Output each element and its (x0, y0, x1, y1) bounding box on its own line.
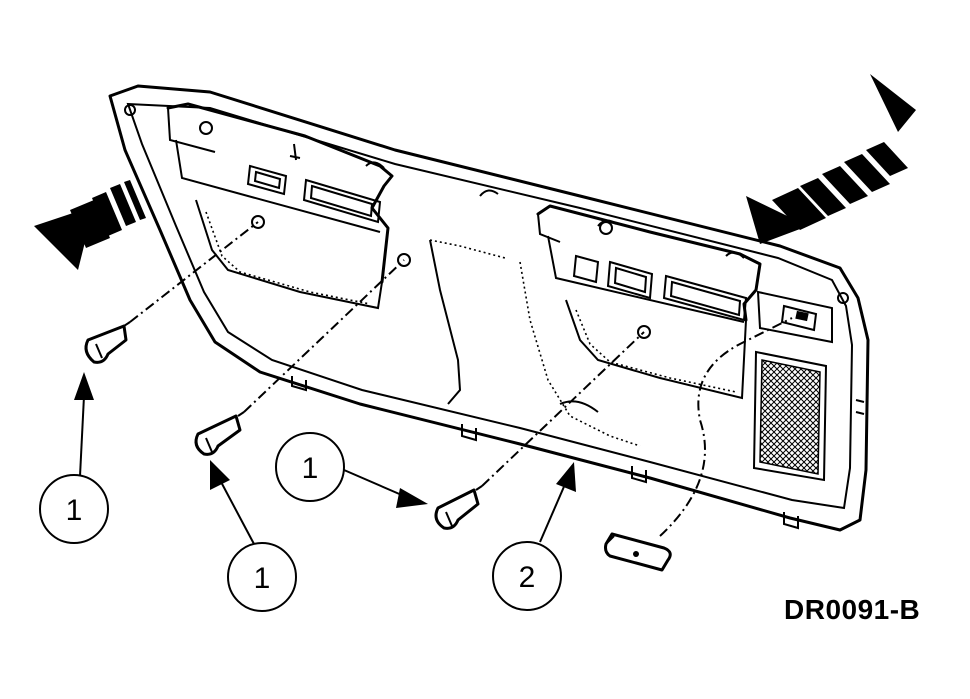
right-map-pocket (565, 299, 747, 400)
right-switch-housing (536, 204, 762, 323)
callout-number: 2 (519, 561, 536, 594)
alignment-lines (129, 221, 793, 537)
push-pin-fastener-lower-left (194, 411, 245, 456)
callout-number: 1 (254, 562, 271, 595)
callout-number: 1 (302, 452, 319, 485)
pull-direction-arrow-right (746, 74, 916, 244)
callout-1-upper-left: 1 (39, 474, 109, 544)
callout-2: 2 (492, 541, 562, 611)
left-map-pocket (195, 199, 411, 310)
left-switch-housing (166, 102, 394, 284)
callout-number: 1 (66, 494, 83, 527)
pull-direction-arrow-left (34, 180, 146, 270)
push-pin-fastener-center (434, 485, 483, 530)
push-pin-fastener-upper-left (84, 321, 131, 364)
callout-leaders (74, 372, 576, 545)
callout-1-center-left: 1 (275, 432, 345, 502)
callout-1-lower-left: 1 (227, 542, 297, 612)
panel-center-contour (429, 239, 641, 447)
figure-code: DR0091-B (784, 594, 921, 625)
door-handle-and-speaker (752, 290, 833, 482)
screw-cover-cap (604, 532, 672, 572)
